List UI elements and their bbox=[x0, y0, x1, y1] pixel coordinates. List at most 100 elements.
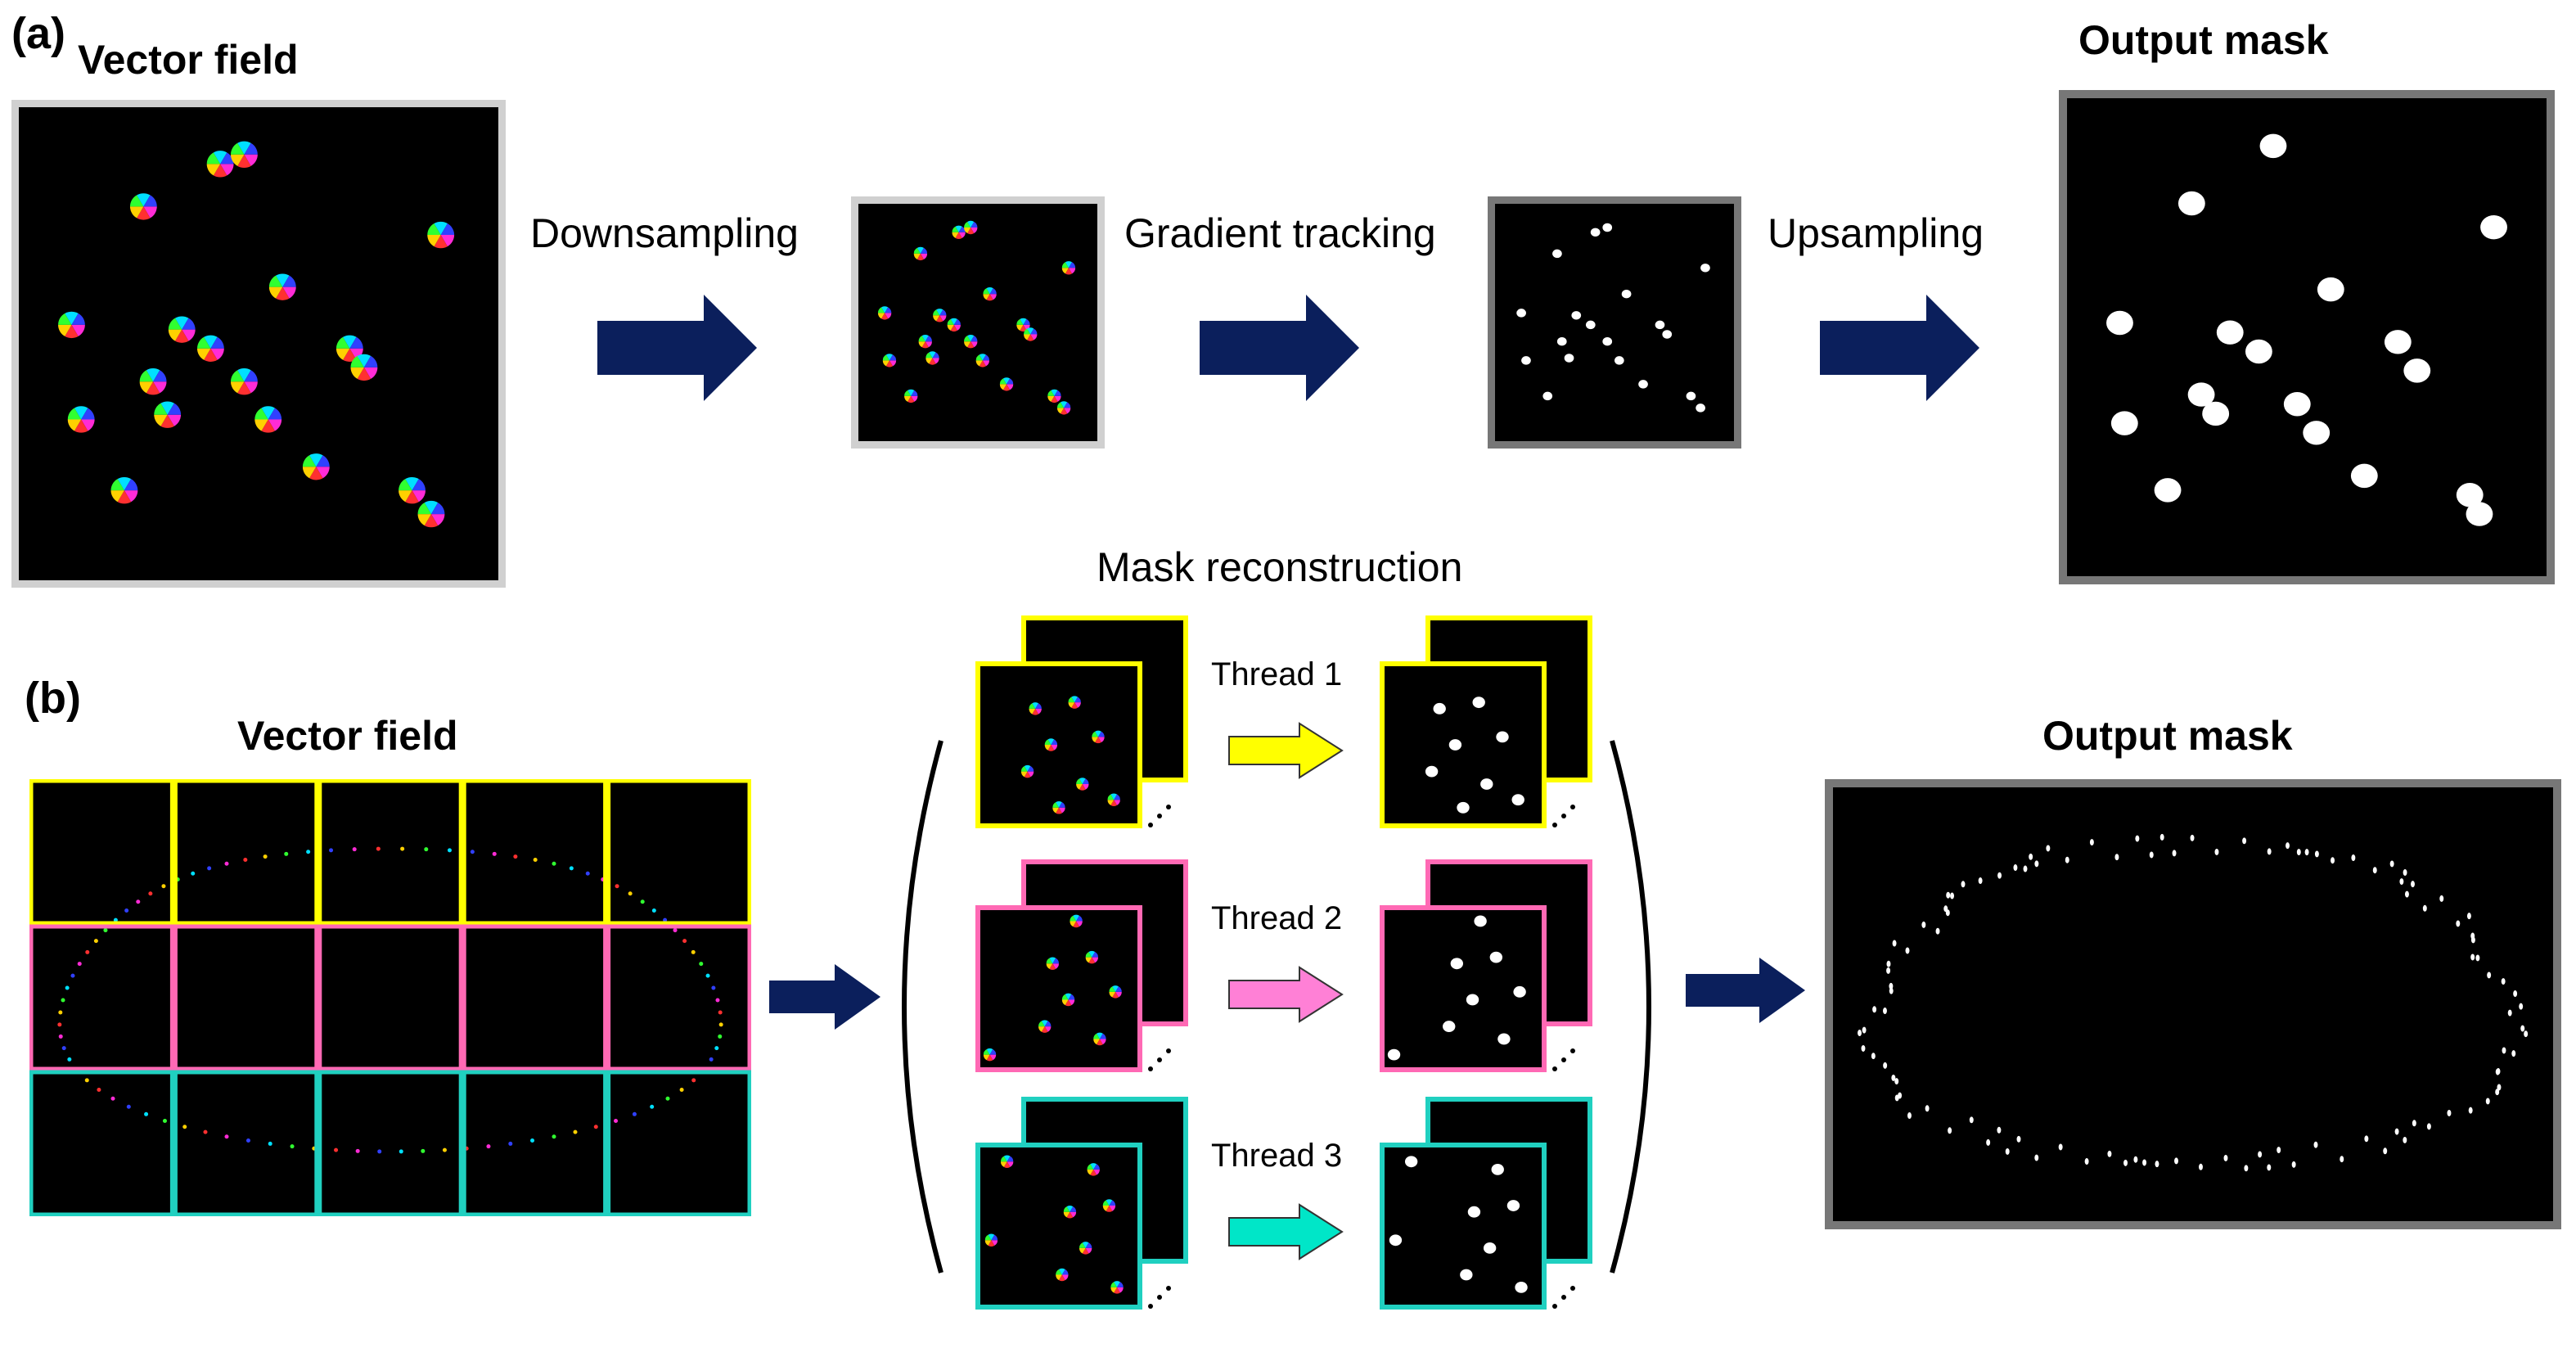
vector-field-blob bbox=[129, 193, 157, 220]
tile-dot bbox=[492, 851, 497, 856]
tile-dot bbox=[715, 998, 720, 1003]
tile-dot bbox=[533, 858, 538, 863]
mask-blob bbox=[1521, 356, 1531, 365]
vector-field-blob bbox=[983, 1048, 997, 1062]
mask-dot bbox=[2244, 1165, 2249, 1172]
output-mask-title-a: Output mask bbox=[2078, 17, 2329, 63]
mask-blob bbox=[2303, 421, 2331, 445]
vector-field-blob bbox=[877, 306, 892, 320]
mask-dot bbox=[1948, 1127, 1952, 1134]
mask-blob bbox=[1556, 336, 1567, 346]
mask-blob bbox=[1433, 702, 1446, 715]
tile-dot bbox=[268, 1141, 272, 1146]
mask-blob bbox=[1511, 794, 1524, 806]
mask-dot bbox=[2242, 837, 2247, 845]
vector-field-title-a: Vector field bbox=[78, 37, 299, 83]
vector-field-tile bbox=[462, 925, 607, 1071]
tile-border bbox=[29, 924, 174, 1071]
tile-dot bbox=[705, 973, 710, 978]
vector-field-blob bbox=[947, 318, 961, 332]
mask-dot bbox=[2058, 1143, 2063, 1151]
tile-dot bbox=[113, 917, 118, 922]
tile-dot bbox=[632, 1111, 637, 1116]
vector-field-tile bbox=[173, 1071, 318, 1216]
mask-blob bbox=[1621, 289, 1632, 299]
mask-dot bbox=[2023, 865, 2028, 872]
mask-dot bbox=[1883, 1008, 1887, 1014]
mask-dot bbox=[2485, 1098, 2490, 1105]
mask-blob bbox=[1590, 228, 1601, 237]
mask-dot bbox=[2507, 1009, 2512, 1017]
mask-dot bbox=[2426, 1123, 2431, 1130]
vector-field-blob bbox=[1063, 1206, 1077, 1219]
tile-dot bbox=[552, 861, 556, 866]
mask-dot bbox=[2372, 867, 2377, 874]
mask-dot bbox=[2046, 845, 2051, 852]
mask-blob bbox=[1474, 915, 1487, 927]
mask-blob bbox=[1491, 1163, 1504, 1175]
mask-blob bbox=[1696, 403, 1705, 413]
vector-field-blob bbox=[952, 225, 966, 239]
vector-field-blob bbox=[1110, 1281, 1124, 1294]
tile-dot bbox=[569, 866, 574, 871]
mask-dot bbox=[2470, 954, 2475, 961]
tile-dot bbox=[513, 854, 518, 859]
mask-dot bbox=[1871, 1053, 1876, 1060]
tile-dot bbox=[718, 1010, 723, 1015]
output-mask-image-a bbox=[2059, 90, 2555, 584]
vector-field-blob bbox=[139, 368, 167, 395]
mask-blob bbox=[1460, 1269, 1473, 1281]
tile-dot bbox=[329, 848, 334, 853]
vector-field-image-a bbox=[11, 100, 506, 588]
mask-dot bbox=[2190, 834, 2195, 841]
mask-blob bbox=[2456, 483, 2484, 507]
mask-blob bbox=[1686, 391, 1696, 401]
mask-dot bbox=[1889, 987, 1894, 994]
mask-dot bbox=[2107, 1150, 2112, 1157]
arrow-gradient-tracking-icon bbox=[1200, 295, 1359, 401]
mask-tile-front bbox=[1380, 661, 1547, 828]
mask-dot bbox=[2314, 850, 2319, 858]
mask-dot bbox=[1997, 872, 2002, 879]
mask-blob bbox=[2403, 358, 2431, 383]
mask-blob bbox=[1564, 354, 1574, 363]
vector-field-blob bbox=[1047, 389, 1061, 403]
mask-dot bbox=[2487, 972, 2492, 979]
mask-blob bbox=[1467, 1206, 1481, 1218]
vector-field-blob bbox=[67, 406, 95, 433]
mask-dot bbox=[2123, 1159, 2128, 1166]
tile-dot bbox=[263, 854, 268, 859]
vector-field-blob bbox=[231, 141, 258, 168]
tile-dot bbox=[424, 847, 429, 852]
tile-dot bbox=[85, 949, 90, 954]
downsampled-mask-image bbox=[1488, 196, 1741, 449]
vector-field-tile bbox=[462, 1071, 607, 1216]
left-parenthesis-icon bbox=[902, 740, 943, 1274]
tile-dot bbox=[665, 1096, 670, 1101]
mask-dot bbox=[2403, 1136, 2407, 1143]
vector-field-blob bbox=[1020, 764, 1034, 778]
mask-dot bbox=[2497, 1084, 2502, 1091]
mask-dot bbox=[2214, 848, 2219, 855]
tile-dot bbox=[334, 1147, 339, 1152]
mask-dot bbox=[2267, 1164, 2272, 1171]
tile-dot bbox=[70, 973, 75, 978]
vector-field-blob bbox=[206, 151, 234, 178]
mask-dot bbox=[2495, 1089, 2500, 1096]
right-parenthesis-icon bbox=[1610, 740, 1651, 1274]
mask-blob bbox=[1542, 391, 1553, 401]
mask-dot bbox=[1978, 877, 1983, 884]
mask-dot bbox=[1891, 1074, 1896, 1081]
tile-border bbox=[462, 924, 608, 1071]
mask-blob bbox=[1552, 249, 1562, 259]
tile-dot bbox=[124, 908, 129, 913]
mask-dot bbox=[2470, 932, 2475, 940]
vector-field-blob bbox=[1029, 702, 1042, 715]
mask-dot bbox=[2155, 1161, 2159, 1168]
vector-field-blob bbox=[1046, 957, 1059, 970]
mask-blob bbox=[1506, 1200, 1520, 1211]
ellipsis-icon bbox=[1148, 1286, 1171, 1309]
mask-dot bbox=[2364, 1135, 2369, 1143]
tile-border bbox=[317, 924, 463, 1071]
vector-field-blob bbox=[399, 476, 426, 504]
